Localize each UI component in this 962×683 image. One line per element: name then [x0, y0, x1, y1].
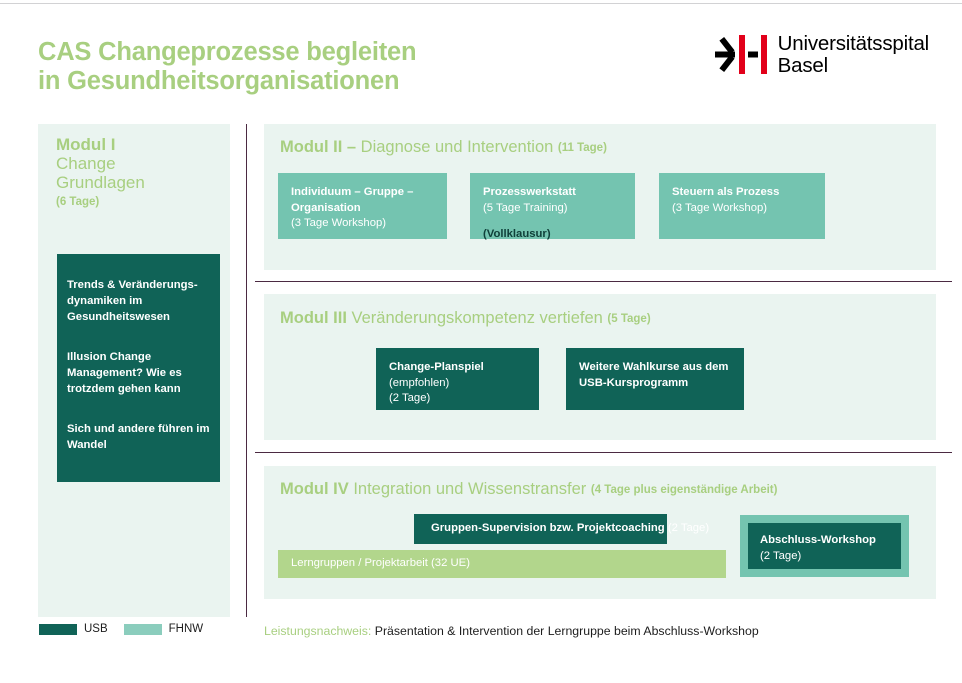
legend-swatch-usb	[39, 623, 77, 635]
modul-1-days: (6 Tage)	[56, 196, 100, 208]
horizontal-divider-1	[255, 281, 952, 283]
course-box-fill: Abschluss-Workshop (2 Tage)	[748, 523, 901, 569]
legend-swatch-fhnw	[123, 623, 162, 635]
page-title-line1: CAS Changeprozesse begleiten	[38, 38, 417, 66]
modul-3-days: (5 Tage)	[607, 313, 651, 325]
course-box-note: (Vollklausur)	[483, 228, 551, 240]
course-box-content: Lerngruppen / Projektarbeit (32 UE)	[291, 556, 718, 571]
course-box-title: Change-Planspiel	[389, 361, 484, 373]
modul-3-heading-bold: Modul III	[280, 309, 352, 327]
course-box-subtitle: (3 Tage Workshop)	[672, 201, 768, 214]
course-box-individuum-gruppe-organisation[interactable]: Individuum – Gruppe – Organisation (3 Ta…	[278, 173, 447, 239]
modul-1-heading-line3: Grundlagen	[56, 173, 145, 192]
legend-item-fhnw: FHNW	[123, 623, 204, 635]
course-box-title: Abschluss-Workshop	[760, 534, 876, 546]
course-box-title: Gruppen-Supervision bzw. Projektcoaching	[431, 522, 665, 534]
course-box-days: (2 Tage)	[664, 522, 710, 534]
modul-1-heading: Modul I Change Grundlagen (6 Tage)	[56, 135, 226, 212]
usb-arrow-mark	[714, 33, 771, 76]
course-box-content: Abschluss-Workshop (2 Tage)	[760, 533, 895, 564]
modul-2-heading: Modul II – Diagnose und Intervention (11…	[280, 138, 607, 159]
top-hairline	[0, 3, 962, 4]
course-box-lerngruppen-projektarbeit[interactable]: Lerngruppen / Projektarbeit (32 UE)	[278, 550, 726, 578]
course-box-title: Prozesswerkstatt	[483, 186, 576, 198]
list-item: Illusion Change Management? Wie es trotz…	[67, 351, 182, 395]
course-box-change-planspiel[interactable]: Change-Planspiel (empfohlen) (2 Tage)	[376, 348, 539, 410]
vertical-divider	[246, 124, 248, 617]
legend-label-fhnw: FHNW	[168, 623, 204, 635]
usb-logo-text: Universitätsspital Basel	[771, 32, 930, 77]
course-box-subtitle: (3 Tage Workshop)	[291, 217, 387, 229]
modul-2-days: (11 Tage)	[557, 142, 607, 154]
usb-logo: Universitätsspital Basel	[714, 32, 930, 77]
course-box-content: Individuum – Gruppe – Organisation (3 Ta…	[291, 185, 439, 232]
modul-4-heading: Modul IV Integration und Wissenstransfer…	[280, 480, 777, 501]
course-box-title: Individuum – Gruppe – Organisation	[291, 186, 414, 214]
list-item: Trends & Veränderungs-dynamiken im Gesun…	[67, 279, 198, 323]
modul-3-heading-rest: Veränderungskompetenz vertiefen	[351, 309, 603, 327]
course-box-content: Prozesswerkstatt (5 Tage Training) (Voll…	[483, 185, 627, 243]
legend-item-usb: USB	[39, 623, 108, 635]
legend: USB FHNW	[39, 623, 203, 635]
course-box-weitere-wahlkurse[interactable]: Weitere Wahlkurse aus dem USB-Kursprogra…	[566, 348, 744, 410]
modul-1-heading-line2: Change	[56, 154, 116, 173]
course-box-content: Gruppen-Supervision bzw. Projektcoaching…	[431, 521, 709, 536]
footer-label: Leistungsnachweis:	[264, 624, 372, 638]
modul-4-days: (4 Tage plus eigenständige Arbeit)	[590, 484, 778, 496]
footer-note: Leistungsnachweis: Präsentation & Interv…	[264, 623, 759, 639]
course-box-prozesswerkstatt[interactable]: Prozesswerkstatt (5 Tage Training) (Voll…	[470, 173, 635, 240]
course-box-content: Weitere Wahlkurse aus dem USB-Kursprogra…	[579, 360, 736, 391]
course-box-subtitle: (5 Tage Training)	[483, 201, 568, 214]
course-box-content: Change-Planspiel (empfohlen) (2 Tage)	[389, 360, 531, 407]
course-box-subtitle-2: (2 Tage)	[389, 392, 431, 404]
course-box-subtitle: (empfohlen)	[389, 376, 450, 389]
legend-label-usb: USB	[84, 623, 108, 635]
page-title: CAS Changeprozesse begleiten in Gesundhe…	[38, 38, 578, 96]
modul-1-topics-box: Trends & Veränderungs-dynamiken im Gesun…	[57, 254, 220, 482]
modul-4-heading-rest: Integration und Wissenstransfer	[353, 480, 587, 498]
list-item: Sich und andere führen im Wandel	[67, 423, 210, 451]
course-box-title: Weitere Wahlkurse aus dem USB-Kursprogra…	[579, 361, 729, 389]
page-title-line2: in Gesundheitsorganisationen	[38, 67, 400, 95]
course-box-subtitle: (2 Tage)	[760, 549, 802, 562]
modul-2-heading-rest: Diagnose und Intervention	[360, 138, 554, 156]
usb-logo-text-line2: Basel	[777, 53, 828, 77]
modul-3-heading: Modul III Veränderungskompetenz vertiefe…	[280, 309, 651, 330]
course-box-title: Steuern als Prozess	[672, 186, 780, 198]
footer-text: Präsentation & Intervention der Lerngrup…	[371, 624, 759, 638]
horizontal-divider-2	[255, 452, 952, 454]
course-box-title: Lerngruppen / Projektarbeit (32 UE)	[291, 557, 470, 569]
course-box-content: Steuern als Prozess (3 Tage Workshop)	[672, 185, 817, 216]
course-box-abschluss-workshop[interactable]: Abschluss-Workshop (2 Tage)	[740, 515, 909, 577]
usb-logo-text-line1: Universitätsspital	[777, 32, 930, 55]
modul-1-heading-title: Modul I	[56, 135, 116, 154]
modul-4-heading-bold: Modul IV	[280, 480, 354, 498]
modul-1-topics-list: Trends & Veränderungs-dynamiken im Gesun…	[67, 277, 212, 453]
course-box-gruppen-supervision[interactable]: Gruppen-Supervision bzw. Projektcoaching…	[414, 514, 709, 544]
course-box-steuern-als-prozess[interactable]: Steuern als Prozess (3 Tage Workshop)	[659, 173, 825, 239]
modul-2-heading-bold: Modul II –	[280, 138, 361, 156]
